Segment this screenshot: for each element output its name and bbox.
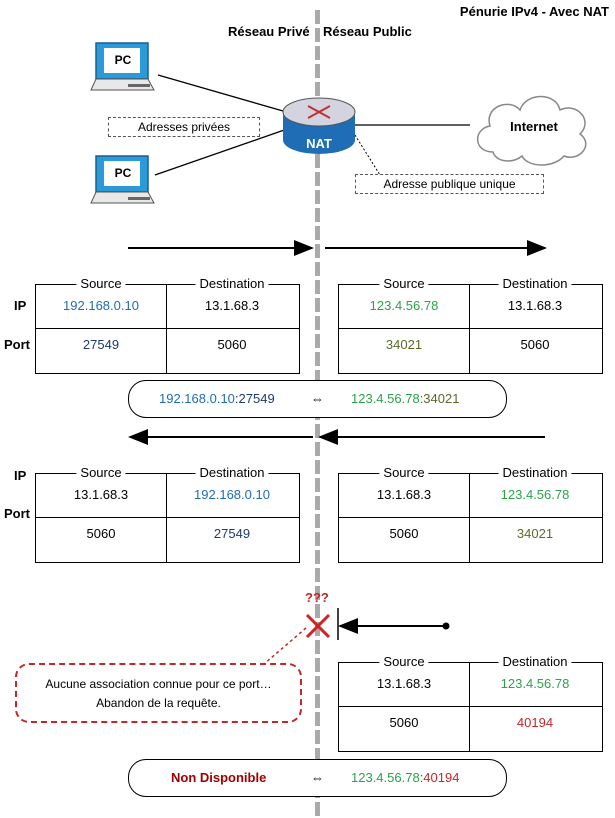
destination-header: Destination bbox=[498, 275, 572, 293]
unavailable-label: Non Disponible bbox=[171, 770, 267, 785]
destination-ip: 13.1.68.3 bbox=[507, 298, 563, 313]
pc2-label: PC bbox=[114, 166, 132, 180]
destination-port: 5060 bbox=[217, 337, 247, 352]
source-port: 5060 bbox=[86, 526, 116, 541]
pc1-icon bbox=[90, 42, 155, 91]
source-header: Source bbox=[76, 464, 126, 482]
pc2-link bbox=[154, 127, 291, 176]
nat-mapping-entry: 192.168.0.10:27549 ⇔ 123.4.56.78:34021 bbox=[128, 380, 507, 418]
source-header: Source bbox=[379, 653, 429, 671]
destination-ip: 123.4.56.78 bbox=[500, 487, 570, 502]
destination-ip: 123.4.56.78 bbox=[500, 676, 570, 691]
inbound-private-table: Source Destination 13.1.68.3 192.168.0.1… bbox=[35, 464, 300, 563]
destination-ip: 192.168.0.10 bbox=[194, 487, 270, 502]
reject-note-leader bbox=[263, 627, 307, 665]
source-ip: 123.4.56.78 bbox=[369, 298, 439, 313]
destination-header: Destination bbox=[195, 275, 269, 293]
port-row-label: Port bbox=[4, 337, 30, 352]
source-header: Source bbox=[379, 275, 429, 293]
source-port: 34021 bbox=[385, 337, 423, 352]
mapping-private-socket: 192.168.0.10:27549 bbox=[159, 391, 275, 406]
rejected-public-table: Source Destination 13.1.68.3 123.4.56.78… bbox=[338, 653, 603, 752]
port-row-label: Port bbox=[4, 506, 30, 521]
source-ip: 13.1.68.3 bbox=[73, 487, 129, 502]
private-network-label: Réseau Privé bbox=[228, 24, 310, 39]
source-port: 5060 bbox=[389, 715, 419, 730]
internet-label: Internet bbox=[510, 119, 558, 134]
rejected-arrow-origin bbox=[442, 622, 450, 630]
source-ip: 13.1.68.3 bbox=[376, 676, 432, 691]
mapping-arrow-icon: ⇔ bbox=[311, 391, 324, 406]
source-port: 5060 bbox=[389, 526, 419, 541]
destination-port: 40194 bbox=[516, 715, 554, 730]
destination-header: Destination bbox=[195, 464, 269, 482]
public-address-note: Adresse publique unique bbox=[355, 174, 544, 194]
destination-ip: 13.1.68.3 bbox=[204, 298, 260, 313]
destination-port: 5060 bbox=[520, 337, 550, 352]
diagram-title: Pénurie IPv4 - Avec NAT bbox=[459, 4, 609, 19]
destination-header: Destination bbox=[498, 653, 572, 671]
source-header: Source bbox=[76, 275, 126, 293]
nat-router-icon bbox=[282, 97, 356, 154]
nat-mapping-missing: Non Disponible ⇔ 123.4.56.78:40194 bbox=[128, 759, 507, 797]
mapping-public-socket: 123.4.56.78:34021 bbox=[351, 391, 460, 406]
source-header: Source bbox=[379, 464, 429, 482]
source-port: 27549 bbox=[82, 337, 120, 352]
drop-message-box: Aucune association connue pour ce port… … bbox=[15, 663, 302, 723]
pc1-label: PC bbox=[114, 53, 132, 67]
nat-label: NAT bbox=[306, 136, 332, 151]
pc2-icon bbox=[90, 155, 155, 204]
private-addresses-note: Adresses privées bbox=[108, 117, 260, 137]
mapping-public-socket: 123.4.56.78:40194 bbox=[351, 770, 460, 785]
destination-header: Destination bbox=[498, 464, 572, 482]
pc1-link bbox=[157, 74, 291, 114]
outbound-private-table: Source Destination 192.168.0.10 13.1.68.… bbox=[35, 275, 300, 374]
unknown-marker: ??? bbox=[305, 590, 329, 605]
drop-message-line2: Abandon de la requête. bbox=[96, 696, 221, 710]
ip-row-label: IP bbox=[14, 298, 27, 313]
mapping-arrow-icon: ⇔ bbox=[311, 770, 324, 785]
reject-x-icon bbox=[305, 613, 331, 639]
source-ip: 13.1.68.3 bbox=[376, 487, 432, 502]
public-network-label: Réseau Public bbox=[323, 24, 412, 39]
public-note-leader bbox=[354, 134, 381, 176]
source-ip: 192.168.0.10 bbox=[63, 298, 139, 313]
outbound-public-table: Source Destination 123.4.56.78 13.1.68.3… bbox=[338, 275, 603, 374]
drop-message-line1: Aucune association connue pour ce port… bbox=[45, 677, 272, 691]
inbound-public-table: Source Destination 13.1.68.3 123.4.56.78… bbox=[338, 464, 603, 563]
internet-cloud-icon bbox=[476, 95, 587, 166]
destination-port: 27549 bbox=[213, 526, 251, 541]
destination-port: 34021 bbox=[516, 526, 554, 541]
ip-row-label: IP bbox=[14, 468, 27, 483]
